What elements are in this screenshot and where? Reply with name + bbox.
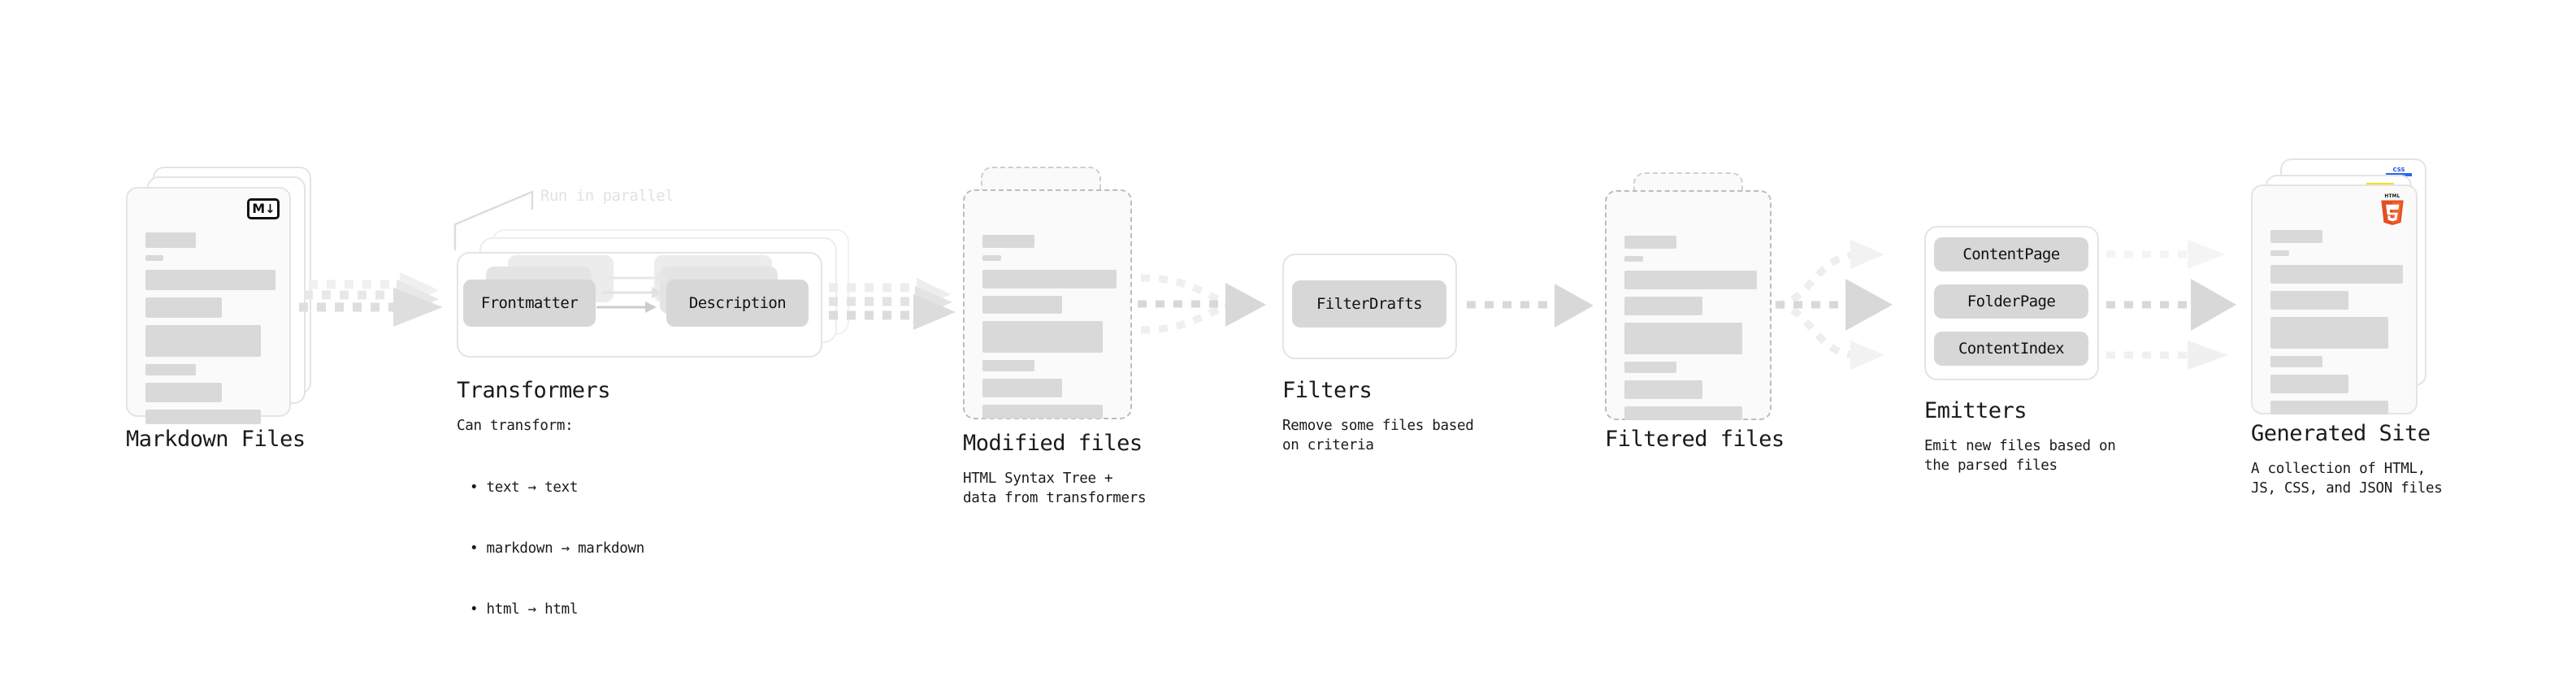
content-line — [2270, 317, 2388, 349]
css-badge-label: CSS — [2392, 167, 2405, 173]
generated-site-subline-2: JS, CSS, and JSON files — [2251, 480, 2443, 497]
emitters-subline-2: the parsed files — [1924, 458, 2058, 474]
filters-subline-2: on criteria — [1282, 437, 1374, 453]
content-line — [982, 405, 1103, 419]
filtered-files-stack — [1605, 172, 1800, 440]
transformers-bullet: • markdown → markdown — [470, 540, 644, 557]
content-line — [2270, 291, 2348, 310]
content-line — [145, 383, 222, 402]
filters-caption: Filters — [1282, 378, 1373, 403]
content-line — [982, 321, 1103, 353]
content-line — [145, 410, 261, 424]
filtered-files-caption: Filtered files — [1605, 427, 1785, 452]
transformers-pill-description[interactable]: Description — [666, 280, 809, 327]
markdown-badge-icon: M↓ — [247, 198, 280, 219]
emitters-subline-1: Emit new files based on — [1924, 438, 2116, 454]
filters-subline-1: Remove some files based — [1282, 418, 1474, 434]
markdown-files-caption: Markdown Files — [126, 427, 306, 452]
arrow-markdown-to-transformers — [299, 272, 443, 327]
transformers-pill-frontmatter[interactable]: Frontmatter — [463, 280, 596, 327]
arrow-filters-to-filtered — [1467, 284, 1594, 327]
content-line — [1624, 406, 1742, 420]
generated-site-caption: Generated Site — [2251, 421, 2431, 446]
arrow-emitters-to-generated — [2106, 240, 2236, 370]
content-line — [982, 379, 1062, 397]
markdown-files-stack: M↓ — [126, 167, 321, 427]
filtered-card-content-lines — [1624, 236, 1757, 427]
content-line — [145, 325, 261, 357]
modified-files-subline-2: data from transformers — [963, 490, 1147, 506]
arrow-transformers-to-modified — [829, 278, 956, 330]
content-line — [982, 235, 1034, 248]
modified-card-front — [963, 189, 1132, 419]
emitters-pill-contentindex[interactable]: ContentIndex — [1934, 332, 2088, 366]
modified-files-subline-1: HTML Syntax Tree + — [963, 471, 1113, 487]
generated-card-front: HTML — [2251, 184, 2418, 414]
content-line — [145, 255, 163, 261]
content-line — [2270, 250, 2289, 256]
markdown-badge-arrow: ↓ — [265, 201, 275, 216]
content-line — [1624, 362, 1676, 373]
content-line — [982, 255, 1001, 261]
content-line — [982, 360, 1034, 371]
modified-files-caption: Modified files — [963, 431, 1143, 456]
markdown-card-front: M↓ — [126, 187, 291, 424]
markdown-card-content-lines — [145, 232, 275, 432]
modified-files-stack — [963, 167, 1158, 435]
transformers-bullet: • text → text — [470, 479, 579, 496]
emitters-caption: Emitters — [1924, 398, 2027, 423]
content-line — [145, 270, 275, 290]
content-line — [145, 297, 222, 318]
html5-badge-icon: HTML — [2381, 194, 2404, 225]
transformers-bullet-list: • text → text • markdown → markdown • ht… — [470, 437, 644, 661]
content-line — [145, 232, 196, 248]
generated-card-content-lines — [2270, 230, 2403, 422]
generated-site-subline-1: A collection of HTML, — [2251, 461, 2426, 477]
run-in-parallel-label: Run in parallel — [540, 187, 674, 205]
content-line — [2270, 356, 2322, 367]
content-line — [145, 364, 196, 375]
emitters-pill-contentpage[interactable]: ContentPage — [1934, 237, 2088, 271]
content-line — [2270, 401, 2388, 414]
content-line — [982, 270, 1117, 288]
svg-text:HTML: HTML — [2384, 194, 2400, 199]
run-in-parallel-leader-line — [453, 190, 534, 250]
content-line — [1624, 256, 1643, 262]
content-line — [2270, 375, 2348, 393]
filters-pill-filterdrafts[interactable]: FilterDrafts — [1292, 280, 1446, 327]
modified-card-content-lines — [982, 235, 1117, 426]
content-line — [1624, 271, 1757, 289]
content-line — [982, 296, 1062, 314]
emitters-pill-folderpage[interactable]: FolderPage — [1934, 284, 2088, 319]
transformers-caption: Transformers — [457, 378, 611, 403]
filtered-card-front — [1605, 190, 1772, 420]
arrow-modified-to-filters-merge — [1138, 274, 1266, 334]
content-line — [1624, 323, 1742, 354]
transformers-bullet: • html → html — [470, 601, 579, 618]
transformers-inner-arrows — [596, 272, 668, 313]
content-line — [1624, 297, 1702, 315]
arrow-filtered-to-emitters-split — [1775, 240, 1893, 370]
content-line — [2270, 230, 2322, 243]
transformers-sub-heading: Can transform: — [457, 418, 574, 434]
generated-site-stack: CSS HTML — [2251, 158, 2462, 435]
content-line — [2270, 265, 2403, 284]
content-line — [1624, 380, 1702, 399]
content-line — [1624, 236, 1676, 249]
markdown-badge-letter: M — [252, 201, 265, 216]
